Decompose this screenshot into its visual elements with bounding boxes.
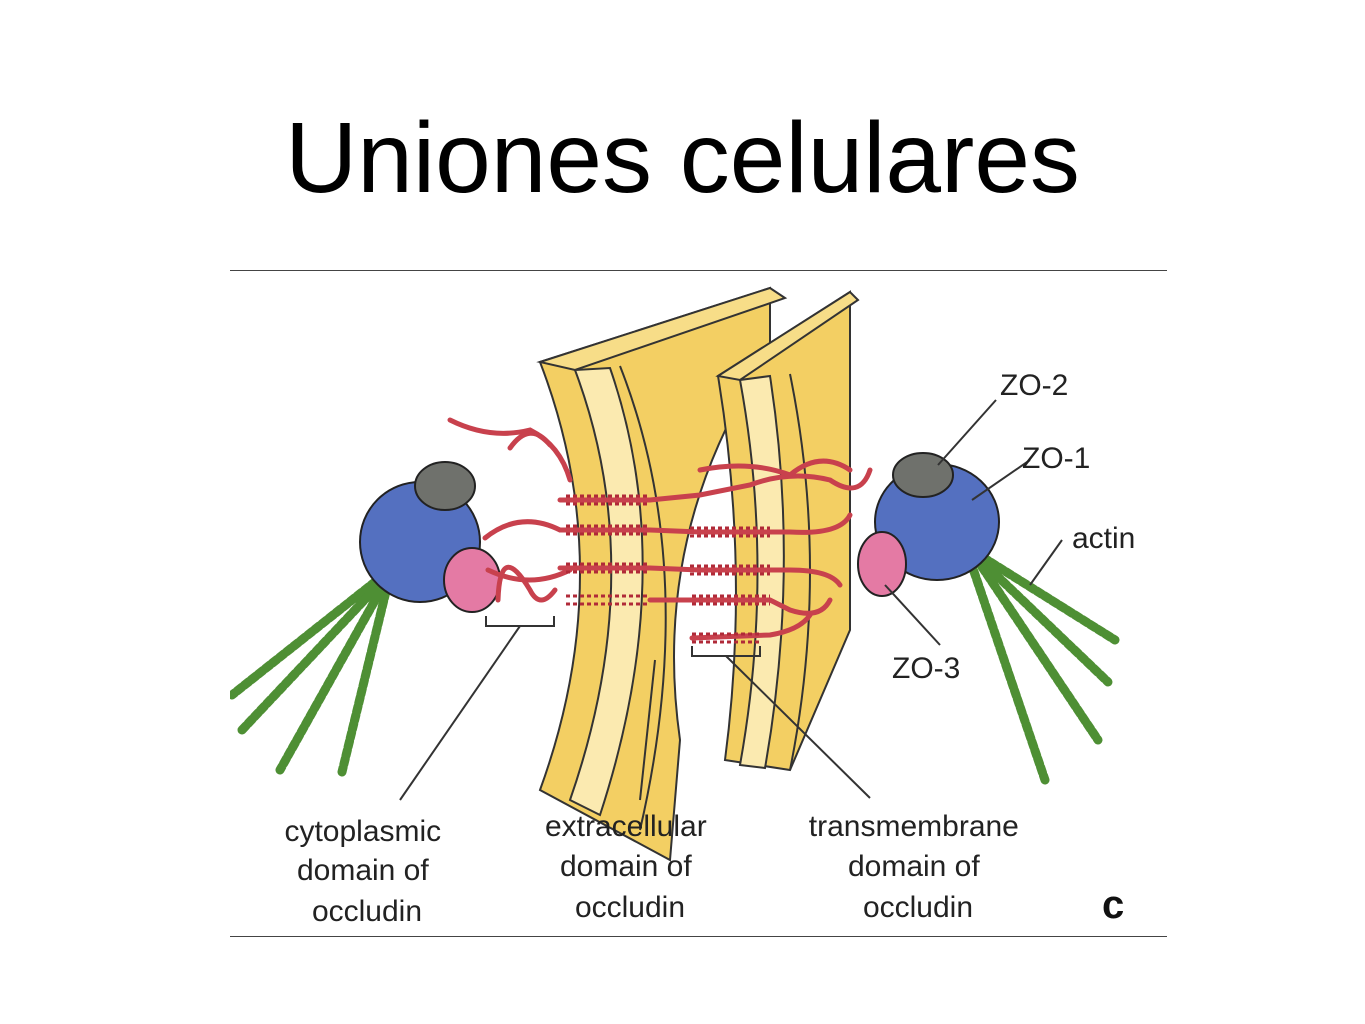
label-actin: actin: [1072, 522, 1135, 555]
label-zo2: ZO-2: [1000, 369, 1068, 402]
occludin-strands: [447, 417, 873, 641]
leader-lines: [399, 399, 1063, 801]
tight-junction-diagram: ZO-2 ZO-1 actin ZO-3 cytoplasmic domain …: [230, 286, 1135, 928]
top-divider: [230, 270, 1167, 271]
slide-title: Uniones celulares: [285, 102, 1080, 214]
bottom-divider: [230, 936, 1167, 937]
panel-letter: c: [1102, 883, 1124, 927]
label-zo3: ZO-3: [892, 652, 960, 685]
left-zo2-protein: [414, 461, 476, 511]
right-zo3-protein: [857, 531, 907, 597]
label-extracellular-domain: extracellular domain of occludin: [545, 810, 715, 924]
label-zo1: ZO-1: [1022, 442, 1090, 475]
right-actin-filaments: [963, 543, 1120, 785]
left-membrane: [536, 286, 788, 862]
label-transmembrane-domain: transmembrane domain of occludin: [809, 810, 1027, 924]
left-actin-filaments: [230, 565, 397, 777]
left-zo3-protein: [443, 547, 501, 613]
occludin-coils: [566, 494, 770, 644]
cytoplasmic-bracket: [485, 616, 555, 627]
label-cytoplasmic-domain: cytoplasmic domain of occludin: [284, 815, 449, 928]
